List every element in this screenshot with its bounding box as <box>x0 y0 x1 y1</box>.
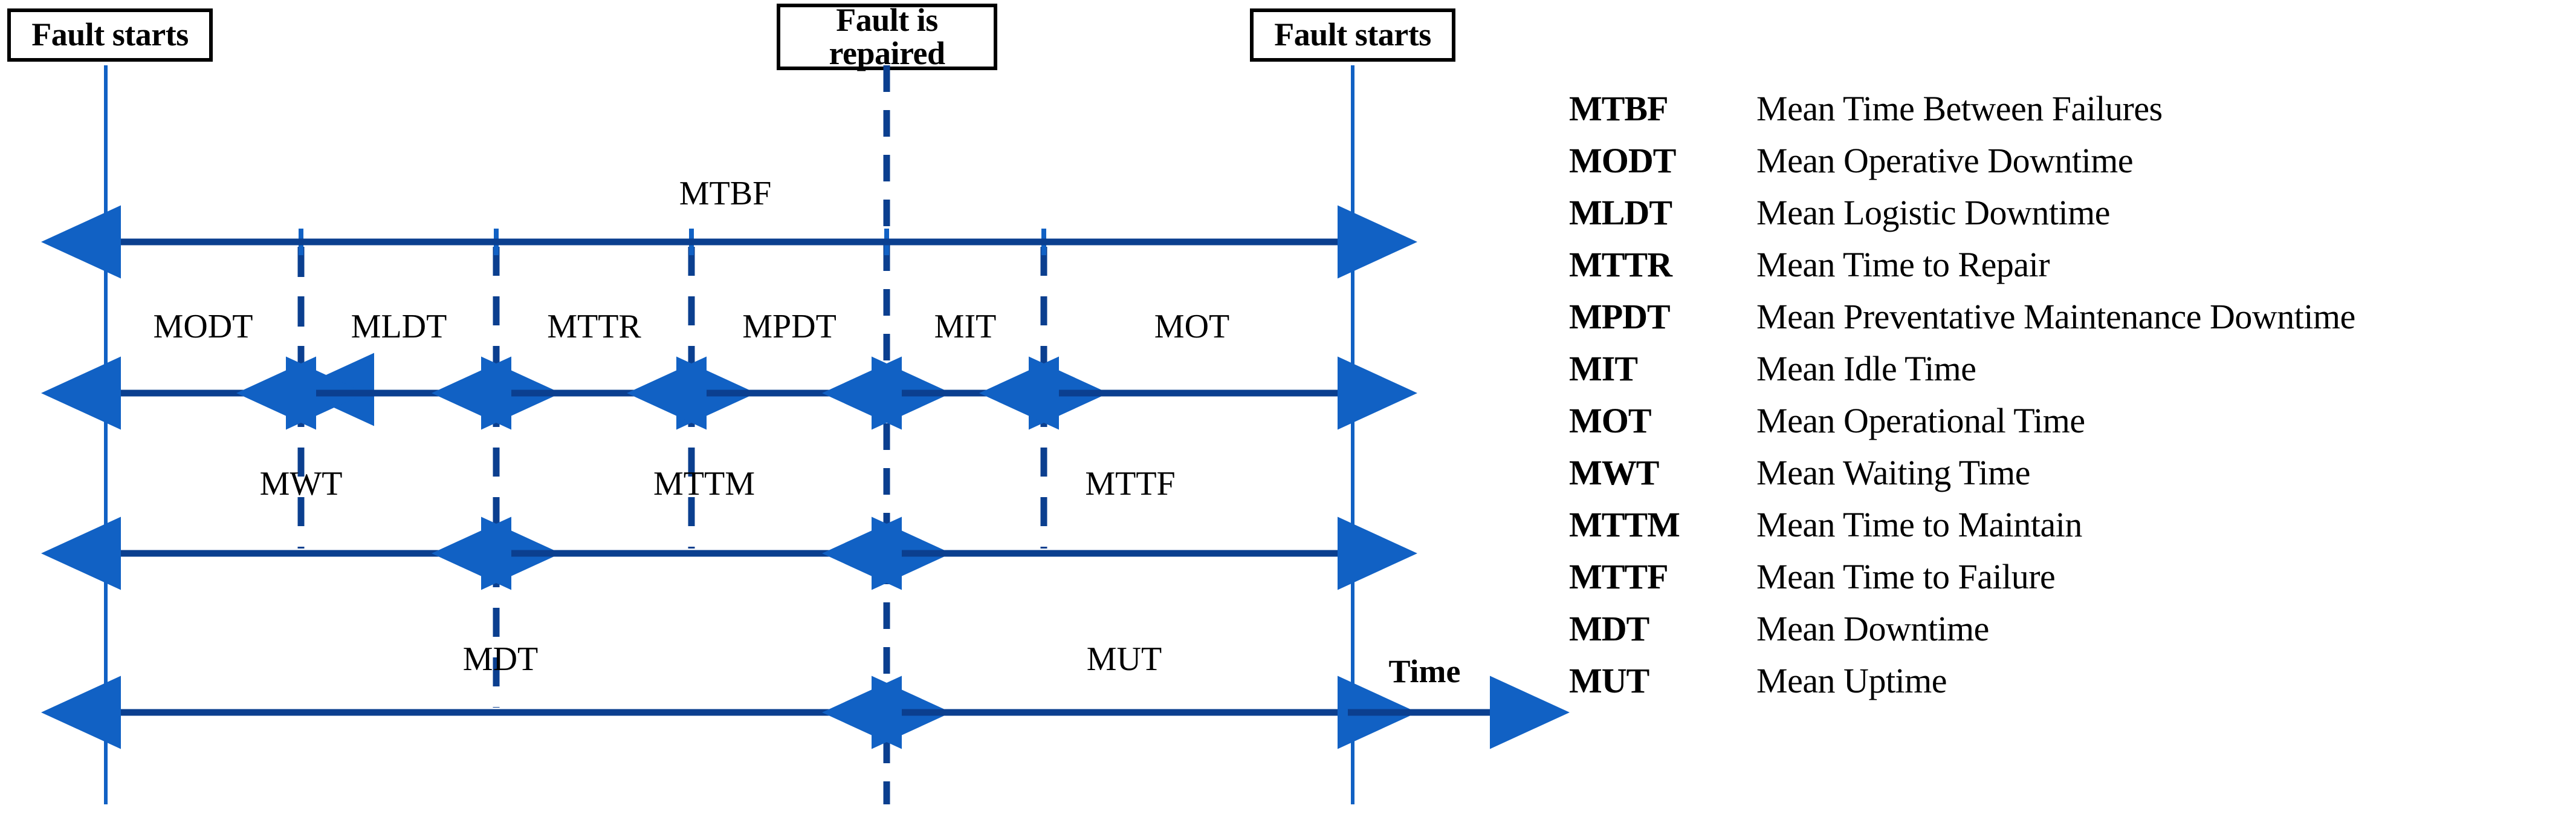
span-arrows <box>41 205 1570 749</box>
legend-abbr: MOT <box>1569 401 1652 440</box>
timeline-svg <box>41 65 1570 804</box>
legend-abbr: MDT <box>1569 609 1649 648</box>
legend-abbr: MTTM <box>1569 505 1680 544</box>
legend-row: MIT Mean Idle Time <box>1569 348 2560 400</box>
legend-row: MLDT Mean Logistic Downtime <box>1569 192 2560 244</box>
legend-description: Mean Logistic Downtime <box>1756 193 2111 232</box>
legend-description: Mean Time to Maintain <box>1756 505 2082 544</box>
legend-description: Mean Operative Downtime <box>1756 141 2134 180</box>
legend-abbr: MLDT <box>1569 193 1672 232</box>
label-span-mot: MOT <box>1154 308 1230 345</box>
legend-abbr: MTBF <box>1569 89 1669 128</box>
label-span-modt: MODT <box>153 308 253 345</box>
legend-description: Mean Time to Repair <box>1756 245 2050 284</box>
legend-row: MWT Mean Waiting Time <box>1569 452 2560 504</box>
legend-abbr: MUT <box>1569 661 1649 700</box>
label-span-mldt: MLDT <box>351 308 447 345</box>
legend-abbr: MPDT <box>1569 297 1671 336</box>
label-span-mtbf: MTBF <box>679 175 772 212</box>
label-span-mit: MIT <box>934 308 997 345</box>
label-span-mut: MUT <box>1086 640 1162 678</box>
label-span-mttr: MTTR <box>547 308 641 345</box>
legend-row: MODT Mean Operative Downtime <box>1569 140 2560 192</box>
label-span-mttf: MTTF <box>1085 465 1176 503</box>
label-span-mdt: MDT <box>462 640 539 678</box>
legend-row: MDT Mean Downtime <box>1569 608 2560 660</box>
time-axis-label: Time <box>1388 653 1461 689</box>
label-span-mttm: MTTM <box>653 465 755 503</box>
legend-description: Mean Operational Time <box>1756 401 2085 440</box>
legend-description: Mean Downtime <box>1756 609 1989 648</box>
legend-row: MUT Mean Uptime <box>1569 660 2560 712</box>
event-box-fault-starts-right: Fault starts <box>1250 8 1455 62</box>
legend-row: MTTR Mean Time to Repair <box>1569 244 2560 296</box>
legend-abbr: MODT <box>1569 141 1676 180</box>
event-box-fault-starts-left: Fault starts <box>7 8 213 62</box>
legend-description: Mean Idle Time <box>1756 349 1976 388</box>
legend-description: Mean Waiting Time <box>1756 453 2031 492</box>
legend-row: MTTF Mean Time to Failure <box>1569 556 2560 608</box>
legend-description: Mean Time to Failure <box>1756 557 2056 596</box>
label-span-mpdt: MPDT <box>742 308 837 345</box>
legend-row: MTTM Mean Time to Maintain <box>1569 504 2560 556</box>
legend-row: MTBF Mean Time Between Failures <box>1569 88 2560 140</box>
legend-abbr: MWT <box>1569 453 1659 492</box>
legend-row: MPDT Mean Preventative Maintenance Downti… <box>1569 296 2560 348</box>
legend-description: Mean Uptime <box>1756 661 1947 700</box>
legend-abbr: MTTR <box>1569 245 1672 284</box>
legend-abbr: MTTF <box>1569 557 1669 596</box>
legend-abbr: MIT <box>1569 349 1638 388</box>
label-span-mwt: MWT <box>259 465 343 503</box>
legend-description: Mean Time Between Failures <box>1756 89 2163 128</box>
legend-row: MOT Mean Operational Time <box>1569 400 2560 452</box>
legend-description: Mean Preventative Maintenance Downtime <box>1756 297 2355 336</box>
